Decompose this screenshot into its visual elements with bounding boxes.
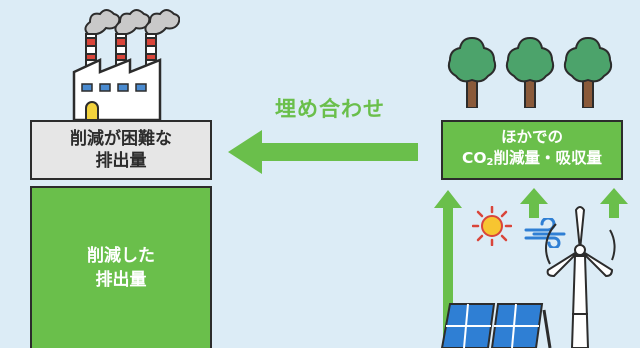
up-arrow-short-2 bbox=[600, 188, 628, 218]
up-arrow-long bbox=[434, 190, 462, 348]
wind-turbine-icon bbox=[545, 206, 616, 348]
factory-icon bbox=[72, 9, 180, 120]
hard-to-reduce-line1: 削減が困難な bbox=[70, 129, 172, 149]
solar-panel-icon bbox=[440, 303, 552, 348]
other-reductions-line2: CO2削減量・吸収量 bbox=[461, 149, 603, 168]
sun-icon bbox=[472, 206, 512, 246]
other-reductions-line1: ほかでの bbox=[500, 128, 563, 146]
reduced-line1: 削減した bbox=[87, 246, 155, 266]
offset-arrow bbox=[228, 130, 418, 174]
hard-to-reduce-line2: 排出量 bbox=[95, 151, 147, 171]
reduced-line2: 排出量 bbox=[95, 270, 147, 290]
up-arrow-short-1 bbox=[520, 188, 548, 218]
hard-to-reduce-emissions-box: 削減が困難な 排出量 bbox=[30, 120, 212, 180]
tree-icon bbox=[447, 36, 613, 108]
offset-label: 埋め合わせ bbox=[275, 97, 385, 121]
other-reductions-box: ほかでの CO2削減量・吸収量 bbox=[441, 120, 623, 180]
reduced-emissions-box: 削減した 排出量 bbox=[30, 186, 212, 348]
